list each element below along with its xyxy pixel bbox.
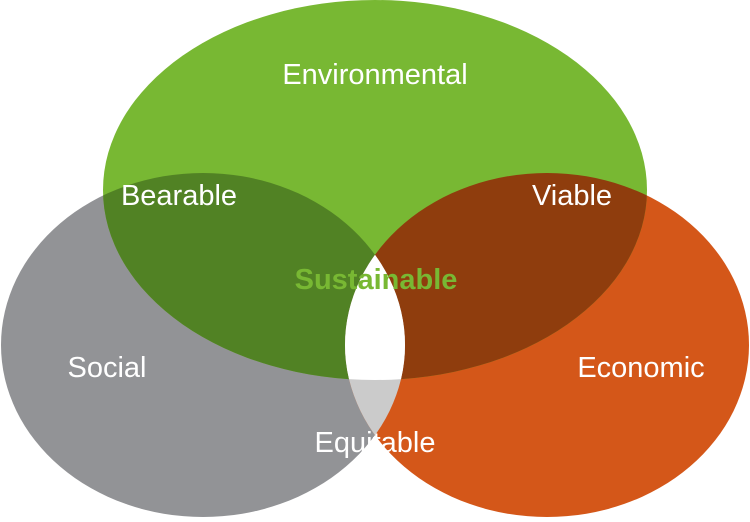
social-label: Social [68,352,147,384]
viable-label: Viable [532,180,612,212]
environmental-label: Environmental [282,59,467,91]
bearable-label: Bearable [121,180,237,212]
equitable-label: Equitable [315,427,436,459]
sustainable-label: Sustainable [295,264,458,296]
economic-label: Economic [577,352,704,384]
